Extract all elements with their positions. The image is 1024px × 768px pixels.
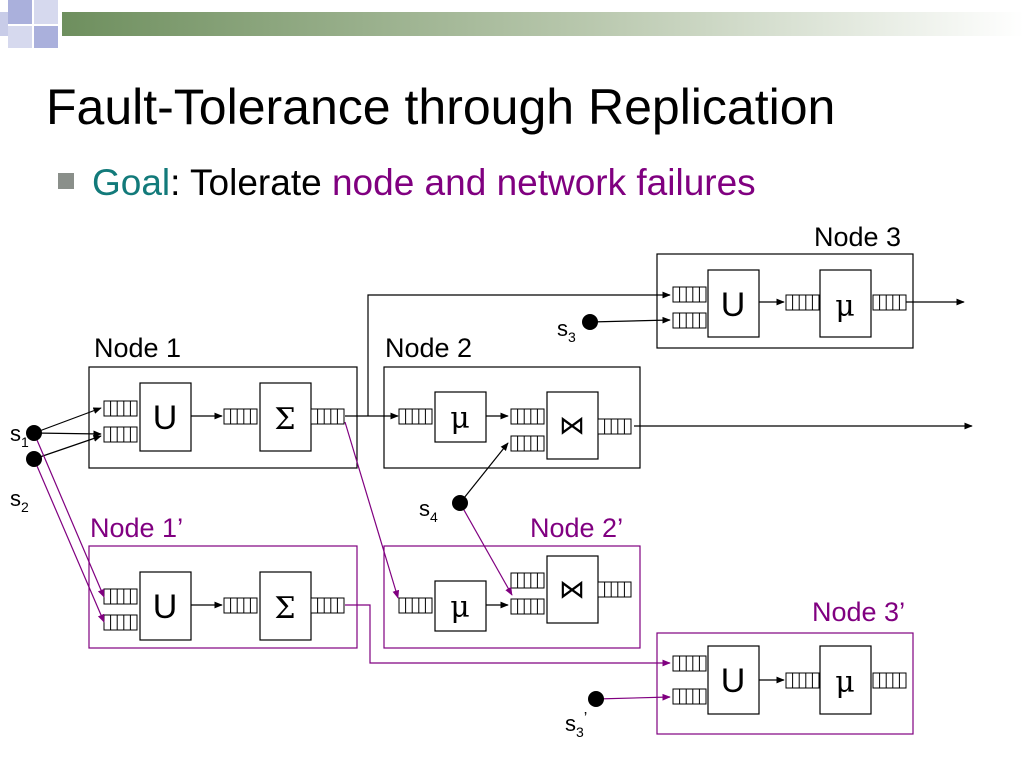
n2-map-op: μ xyxy=(450,401,470,436)
replica-streams xyxy=(33,421,671,701)
primary-streams xyxy=(33,291,973,504)
node-3-replica-label: Node 3’ xyxy=(812,597,905,627)
n3r-map-op: μ xyxy=(835,665,855,700)
n3-union-op: U xyxy=(721,286,746,324)
source-s3-replica-label: s3’ xyxy=(565,710,587,740)
node-1-replica-box xyxy=(88,545,358,649)
queue-buffer xyxy=(672,312,707,329)
source-s4-label: s4 xyxy=(419,496,438,525)
queue-buffers xyxy=(103,286,907,705)
node-2-label: Node 2 xyxy=(385,333,472,363)
queue-buffer xyxy=(785,294,820,311)
sources: s1 s2 s3 s4 s3’ xyxy=(10,314,604,740)
source-s1-dot xyxy=(26,425,42,441)
queue-buffer xyxy=(597,581,632,598)
queue-buffer xyxy=(223,408,258,425)
node-3-replica-box xyxy=(656,632,914,735)
source-s2-dot xyxy=(26,451,42,467)
queue-buffer xyxy=(672,655,707,672)
source-s3-label: s3 xyxy=(557,316,576,345)
n1-union-op: U xyxy=(153,399,178,437)
queue-buffer xyxy=(310,408,345,425)
goal-highlight: node and network failures xyxy=(331,162,756,203)
n2-join-op: ⋈ xyxy=(559,411,585,441)
queue-buffer xyxy=(872,294,907,311)
queue-buffer xyxy=(872,672,907,689)
goal-separator: : Tolerate xyxy=(170,162,332,203)
queue-buffer xyxy=(510,435,545,452)
internal-arrows xyxy=(191,298,785,684)
goal-bullet: Goal: Tolerate node and network failures xyxy=(58,162,756,204)
source-s3-replica-dot xyxy=(588,691,604,707)
n1r-union-op: U xyxy=(153,588,178,626)
n2r-map-op: μ xyxy=(450,590,470,625)
goal-label: Goal xyxy=(92,162,171,203)
queue-buffer xyxy=(223,597,258,614)
operators: U μ U Σ μ ⋈ U Σ μ ⋈ U μ xyxy=(139,269,872,715)
node-2-replica-box xyxy=(383,545,641,649)
n1-aggregate-op: Σ xyxy=(274,402,295,437)
n2r-join-op: ⋈ xyxy=(559,575,585,605)
queue-buffer xyxy=(103,400,138,417)
source-s1-label: s1 xyxy=(10,421,29,450)
source-s2-label: s2 xyxy=(10,486,29,515)
node-1-replica-label: Node 1’ xyxy=(90,513,183,543)
queue-buffer xyxy=(103,426,138,443)
queue-buffer xyxy=(510,598,545,615)
header-decoration xyxy=(0,0,1024,48)
queue-buffer xyxy=(310,597,345,614)
node-2-replica-label: Node 2’ xyxy=(530,513,623,543)
n1r-aggregate-op: Σ xyxy=(274,591,295,626)
node-2-box xyxy=(383,366,641,469)
queue-buffer xyxy=(785,672,820,689)
queue-buffer xyxy=(597,418,632,435)
queue-buffer xyxy=(398,408,433,425)
queue-buffer xyxy=(510,572,545,589)
n3-map-op: μ xyxy=(835,289,855,324)
queue-buffer xyxy=(672,286,707,303)
slide-title: Fault-Tolerance through Replication xyxy=(46,79,836,135)
source-s4-dot xyxy=(452,495,468,511)
queue-buffer xyxy=(672,688,707,705)
queue-buffer xyxy=(510,408,545,425)
n3r-union-op: U xyxy=(721,662,746,700)
node-3-label: Node 3 xyxy=(814,222,901,252)
node-1-box xyxy=(88,366,358,469)
square-bullet-icon xyxy=(58,173,74,189)
queue-buffer xyxy=(103,614,138,631)
node-1-label: Node 1 xyxy=(94,333,181,363)
node-3-box xyxy=(656,253,914,349)
queue-buffer xyxy=(398,597,433,614)
queue-buffer xyxy=(103,588,138,605)
source-s3-dot xyxy=(582,314,598,330)
